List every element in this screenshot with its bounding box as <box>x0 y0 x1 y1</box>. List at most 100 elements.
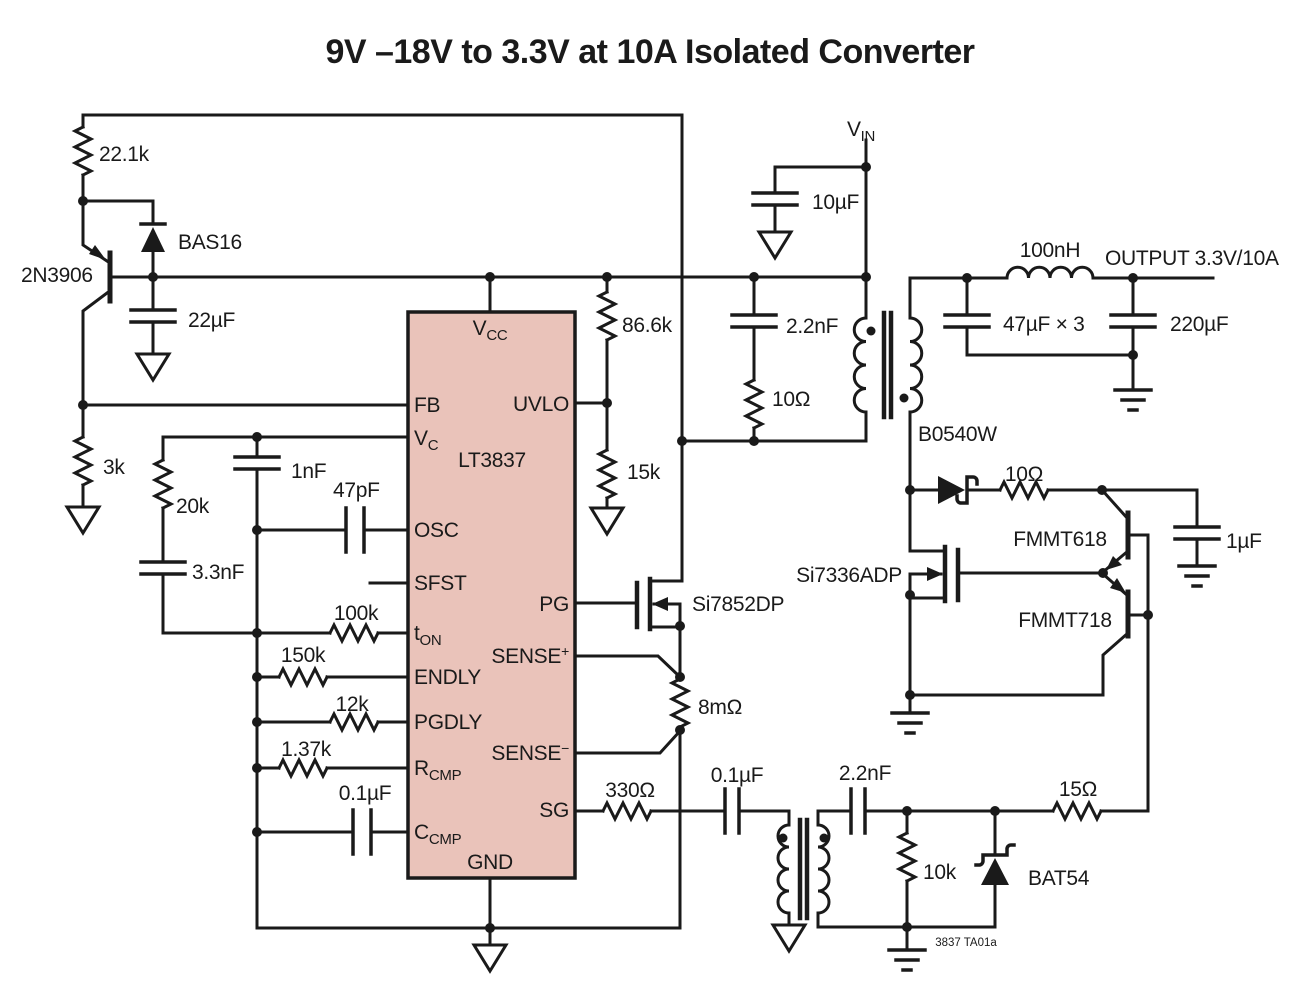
wire-sense-vertical <box>648 602 682 930</box>
label-10uf: 10µF <box>812 191 859 214</box>
label-150k: 150k <box>281 644 326 667</box>
ground-ic <box>471 943 509 974</box>
resistor-20k <box>151 457 175 511</box>
resistor-15k <box>595 447 619 501</box>
main-xfmr-secondary <box>908 316 924 414</box>
pin-sense-minus: SENSE− <box>491 740 569 765</box>
junctions <box>78 162 1153 933</box>
label-1uf: 1µF <box>1226 530 1262 553</box>
capacitor-100nf-sg <box>723 787 741 835</box>
resistor-12k <box>327 710 381 734</box>
ground-10uf <box>756 230 794 261</box>
capacitor-2n2-snub <box>730 313 778 329</box>
label-vin: VIN <box>847 118 875 145</box>
pin-sfst: SFST <box>414 572 467 595</box>
ground-sync <box>890 711 930 735</box>
bat54-cathode <box>974 843 1016 867</box>
label-100nf-ccmp: 0.1µF <box>339 782 392 805</box>
pin-sg: SG <box>539 799 569 822</box>
capacitor-3n3 <box>139 560 187 576</box>
label-fmmt618: FMMT618 <box>1013 528 1107 551</box>
wire-vc-branch <box>161 435 410 635</box>
main-xfmr-dot-secondary <box>899 393 909 403</box>
pin-sense-plus: SENSE+ <box>491 643 569 668</box>
label-3k: 3k <box>103 456 125 479</box>
label-fmmt718: FMMT718 <box>1018 609 1112 632</box>
resistor-3k <box>71 434 95 488</box>
ground-15k <box>588 506 626 537</box>
capacitor-47pf <box>344 506 366 554</box>
pin-fb: FB <box>414 394 440 417</box>
wire-output-rail <box>908 276 1215 320</box>
resistor-330 <box>600 799 654 823</box>
wire-bas16-branch <box>81 199 155 279</box>
label-22uf: 22µF <box>188 309 235 332</box>
label-output: OUTPUT 3.3V/10A <box>1105 247 1279 270</box>
label-bas16: BAS16 <box>178 231 242 254</box>
capacitor-10uf <box>751 191 799 207</box>
capacitor-2n2-bot <box>849 787 867 835</box>
b0540w-diode <box>938 476 965 504</box>
resistor-100k <box>327 621 381 645</box>
label-2n2-bot: 2.2nF <box>839 762 891 785</box>
main-xfmr-primary <box>852 316 868 414</box>
label-47uf: 47µF × 3 <box>1003 313 1085 336</box>
label-2n2-snub: 2.2nF <box>786 315 838 338</box>
label-8mohm: 8mΩ <box>698 696 742 719</box>
label-10k: 10k <box>923 861 957 884</box>
capacitor-1uf <box>1173 525 1221 541</box>
label-si7336adp: Si7336ADP <box>796 564 902 587</box>
label-15k: 15k <box>627 461 661 484</box>
wire-uvlo-divider <box>573 275 609 509</box>
pin-endly: ENDLY <box>414 666 481 689</box>
pin-rcmp: RCMP <box>414 757 462 784</box>
ground-220uf <box>1113 388 1153 412</box>
ic-lt3837 <box>406 310 577 880</box>
label-100nf-sg: 0.1µF <box>711 764 764 787</box>
label-86k6: 86.6k <box>622 314 673 337</box>
ground-1uf <box>1177 564 1217 588</box>
wire-output-caps <box>965 276 1135 391</box>
diodes <box>139 222 1016 885</box>
resistor-10k <box>895 830 919 884</box>
main-xfmr-core <box>881 310 894 420</box>
ground-10k <box>887 948 927 972</box>
capacitor-47uf <box>943 313 991 329</box>
ic-part-number: LT3837 <box>458 449 526 472</box>
bat54-diode <box>981 858 1009 885</box>
pin-vcc: VCC <box>473 317 508 344</box>
grounds <box>64 230 1217 974</box>
b0540w-cathode <box>955 475 979 505</box>
pin-gnd: GND <box>467 851 513 874</box>
label-100nh: 100nH <box>1020 239 1080 262</box>
capacitor-22uf <box>129 308 177 324</box>
resistor-1k37 <box>276 756 330 780</box>
ground-22uf <box>134 352 172 383</box>
schematic-title: 9V –18V to 3.3V at 10A Isolated Converte… <box>325 33 974 71</box>
main-xfmr-dot-primary <box>866 326 876 336</box>
pin-ccmp: CCMP <box>414 821 462 848</box>
resistor-86k6 <box>595 289 619 343</box>
resistor-10r-gate <box>997 478 1051 502</box>
wire-sync-source <box>908 572 1105 714</box>
wire-sense-pins <box>573 654 683 755</box>
resistor-150k <box>276 665 330 689</box>
transistors <box>89 245 1131 639</box>
label-220uf: 220µF <box>1170 313 1228 336</box>
resistor-22k1 <box>71 124 95 178</box>
gate-xfmr-dot-secondary <box>819 833 829 843</box>
resistors <box>71 124 1104 884</box>
label-12k: 12k <box>336 693 370 716</box>
label-b0540w: B0540W <box>918 423 997 446</box>
wire-10k-bat54 <box>905 809 997 951</box>
capacitor-100nf-ccmp <box>351 808 373 856</box>
label-10r-snub: 10Ω <box>772 388 810 411</box>
label-1nf: 1nF <box>291 460 326 483</box>
gate-xfmr-core <box>797 817 810 921</box>
capacitor-1nf <box>233 455 281 471</box>
resistor-10r-snub <box>742 377 766 431</box>
gate-xfmr-secondary <box>816 823 831 915</box>
wire-gate-xfmr-sec <box>816 809 997 929</box>
